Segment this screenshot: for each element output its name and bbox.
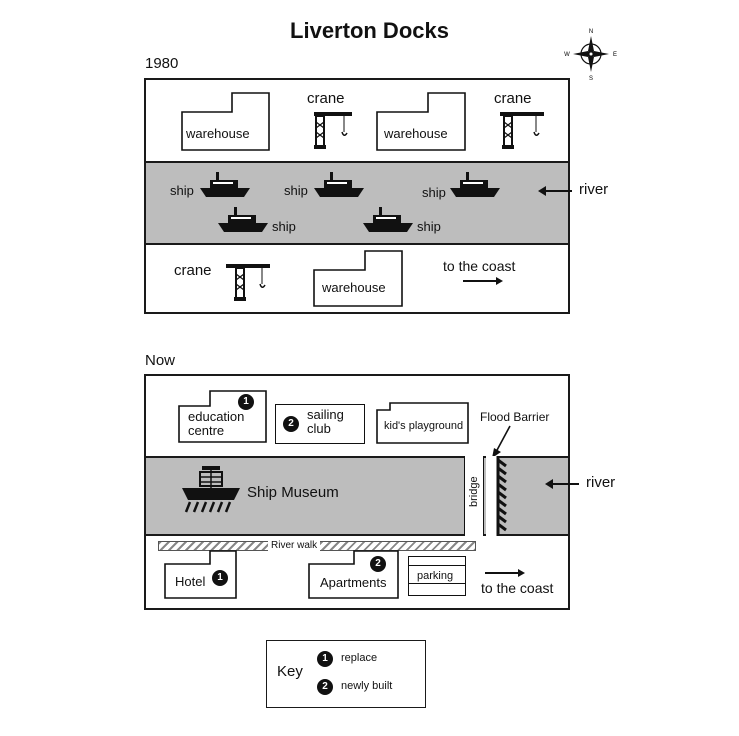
crane-icon	[226, 264, 270, 301]
arrow-left-icon	[545, 479, 579, 489]
compass-s: S	[589, 76, 593, 82]
arrow-right-icon	[485, 569, 525, 577]
sailing-club-label: sailing club	[307, 407, 344, 436]
flood-barrier	[486, 456, 507, 536]
compass-e: E	[613, 52, 617, 58]
playground-label: kid's playground	[384, 420, 464, 432]
ship-museum-label: Ship Museum	[247, 484, 339, 501]
replace-badge: 1	[212, 570, 228, 586]
crane-2-label: crane	[494, 90, 532, 107]
flood-barrier-label: Flood Barrier	[480, 410, 550, 424]
ship-icon	[200, 172, 250, 197]
map-now-label: Now	[145, 352, 176, 369]
map-1980: warehouse warehouse crane crane ship shi…	[144, 78, 570, 314]
ship-museum-icon	[182, 466, 240, 513]
ship-icon	[218, 207, 268, 232]
ship-4-label: ship	[272, 219, 296, 234]
arrow-left-icon	[538, 186, 572, 196]
key-badge-new: 2	[317, 679, 333, 695]
key-badge-replace: 1	[317, 651, 333, 667]
new-badge: 2	[370, 556, 386, 572]
crane-icon	[314, 112, 352, 149]
hotel-icon	[164, 550, 237, 599]
arrow-right-icon	[463, 277, 503, 285]
bridge-label: bridge	[468, 476, 480, 507]
ship-1-label: ship	[170, 183, 194, 198]
key-title: Key	[277, 663, 303, 680]
key-replace-label: replace	[341, 652, 378, 664]
playground-icon	[376, 402, 469, 444]
to-coast-now-label: to the coast	[481, 580, 554, 596]
hotel-label: Hotel	[175, 574, 206, 589]
warehouse-icon	[181, 92, 270, 151]
warehouse-2-label: warehouse	[384, 126, 448, 141]
new-badge: 2	[283, 416, 299, 432]
map-title: Liverton Docks	[290, 18, 449, 43]
warehouse-icon	[313, 250, 403, 307]
ship-3-label: ship	[422, 185, 446, 200]
ship-2-label: ship	[284, 183, 308, 198]
apartments-label: Apartments	[320, 575, 387, 590]
compass-w: W	[564, 52, 570, 58]
ship-5-label: ship	[417, 219, 441, 234]
ship-icon	[314, 172, 364, 197]
map-key: Key 1 replace 2 newly built	[266, 640, 426, 708]
crane-icon	[500, 112, 544, 149]
parking-area	[408, 556, 466, 596]
ship-icon	[450, 172, 500, 197]
river-now-label: river	[586, 474, 616, 491]
map-now: education centre 1 2 sailing club kid's …	[144, 374, 570, 610]
pointer-arrow-icon	[492, 425, 511, 458]
education-centre-label: education centre	[188, 409, 245, 438]
crane-3-label: crane	[174, 262, 212, 279]
key-new-label: newly built	[341, 680, 393, 692]
warehouse-1-label: warehouse	[186, 126, 250, 141]
warehouse-3-label: warehouse	[322, 280, 386, 295]
bridge	[464, 456, 484, 536]
compass-n: N	[589, 29, 593, 35]
to-coast-1980-label: to the coast	[443, 258, 516, 274]
river-walk-label: River walk	[268, 540, 321, 551]
warehouse-icon	[376, 92, 466, 151]
ship-icon	[363, 207, 413, 232]
compass-rose-icon: N S W E	[564, 29, 617, 82]
crane-1-label: crane	[307, 90, 345, 107]
river-1980-label: river	[579, 181, 609, 198]
map-1980-label: 1980	[145, 55, 179, 72]
parking-label: parking	[417, 570, 454, 582]
replace-badge: 1	[238, 394, 254, 410]
